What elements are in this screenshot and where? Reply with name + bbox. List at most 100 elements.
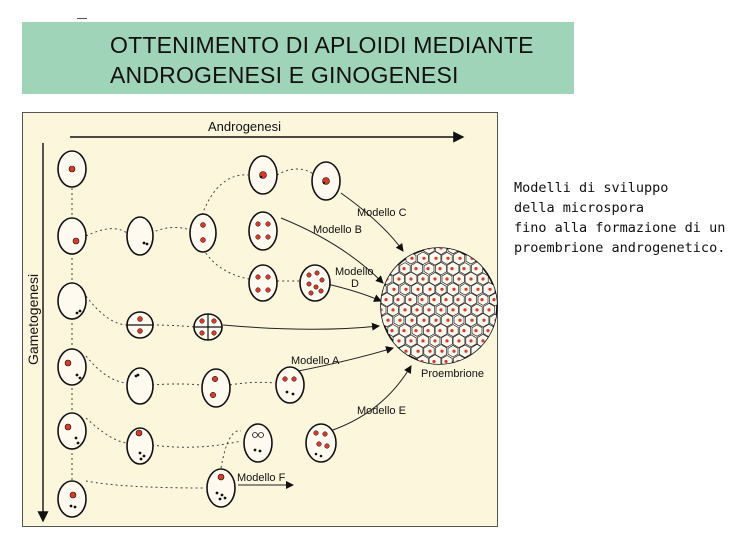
proembrione-nucleus — [487, 308, 491, 312]
proembrione-nucleus — [410, 256, 414, 260]
caption-line: proembrione androgenetico. — [514, 240, 726, 256]
cell-col4-row3 — [299, 264, 331, 302]
label-proembrione: Proembrione — [421, 368, 484, 380]
cell-col0-row3 — [57, 282, 87, 320]
proembrione-nucleus — [396, 298, 400, 302]
proembrione-nucleus — [464, 287, 468, 291]
proembrione-nucleus — [462, 267, 466, 271]
diagram-caption: Modelli di sviluppo della microspora fin… — [514, 178, 725, 258]
cell-col3-row1 — [248, 155, 278, 195]
proembrione-nucleus — [421, 339, 425, 343]
proembrione-nucleus — [414, 329, 418, 333]
decorative-tick — [77, 18, 87, 19]
proembrione-nucleus — [456, 298, 460, 302]
proembrione-nucleus — [416, 349, 420, 353]
proembrione-nucleus — [486, 329, 490, 333]
proembrione-sphere — [380, 247, 498, 365]
proembrione-nucleus — [470, 318, 474, 322]
proembrione-cell — [447, 248, 459, 255]
cell-col4-row1 — [311, 161, 341, 201]
proembrione-nucleus — [415, 308, 419, 312]
proembrione-nucleus — [451, 308, 455, 312]
proembrione-cell — [452, 354, 466, 364]
cell-col1-row5 — [126, 427, 154, 465]
proembrione-nucleus — [457, 277, 461, 281]
proembrione-nucleus — [404, 349, 408, 353]
cell-col0-row1 — [57, 150, 87, 188]
caption-line: fino alla formazione di un — [514, 220, 726, 236]
cell-col3-row3 — [248, 264, 278, 302]
proembrione-nucleus — [397, 277, 401, 281]
arrow-modello-b — [280, 217, 384, 284]
proembrione-nucleus — [433, 277, 437, 281]
proembrione-nucleus — [427, 308, 431, 312]
slide-title-line-2: ANDROGENESI E GINOGENESI — [110, 62, 459, 88]
proembrione-nucleus — [432, 359, 436, 364]
proembrione-cell — [381, 303, 387, 317]
proembrione-nucleus — [422, 318, 426, 322]
proembrione-nucleus — [446, 318, 450, 322]
proembrione-nucleus — [469, 277, 473, 281]
diagram-canvas: Androgenesi Gametogenesi — [25, 119, 498, 523]
proembrione-nucleus — [384, 298, 388, 302]
proembrione-nucleus — [426, 329, 430, 333]
proembrione-nucleus — [444, 298, 448, 302]
proembrione-nucleus — [439, 308, 443, 312]
proembrione-nucleus — [398, 318, 402, 322]
cell-col1-row2 — [126, 216, 154, 256]
proembrione-nucleus — [458, 318, 462, 322]
proembrione-nucleus — [439, 248, 443, 250]
cell-col0-row5 — [57, 412, 87, 450]
proembrione-nucleus — [409, 277, 413, 281]
proembrione-nucleus — [475, 308, 479, 312]
proembrione-nucleus — [410, 318, 414, 322]
arrow-modello-e — [329, 365, 412, 432]
proembrione-nucleus — [438, 329, 442, 333]
proembrione-nucleus — [392, 287, 396, 291]
label-modello-f: Modello F — [237, 472, 286, 484]
proembrione-nucleus — [386, 318, 390, 322]
proembrione-nucleus — [440, 287, 444, 291]
proembrione-nucleus — [440, 349, 444, 353]
slide-title-line-1: OTTENIMENTO DI APLOIDI MEDIANTE — [110, 32, 534, 58]
proembrione-nucleus — [390, 329, 394, 333]
proembrione-nucleus — [480, 298, 484, 302]
proembrione-nucleus — [409, 339, 413, 343]
proembrione-nucleus — [468, 298, 472, 302]
proembrione-nucleus — [476, 287, 480, 291]
arrow-main — [222, 322, 380, 331]
proembrione-nucleus — [408, 298, 412, 302]
proembrione-nucleus — [464, 349, 468, 353]
proembrione-nucleus — [463, 308, 467, 312]
proembrione-nucleus — [444, 359, 448, 364]
development-paths — [85, 168, 316, 489]
label-modello-b: Modello B — [313, 224, 362, 236]
proembrione-nucleus — [433, 339, 437, 343]
label-modello-d-1: Modello — [335, 266, 374, 278]
cell-col2-row6 — [206, 468, 236, 508]
proembrione-nucleus — [445, 277, 449, 281]
cell-col0-row6 — [57, 480, 87, 518]
proembrione-nucleus — [381, 308, 383, 312]
cell-col1-row3 — [126, 311, 154, 339]
proembrione-nucleus — [421, 277, 425, 281]
caption-line: Modelli di sviluppo — [514, 180, 669, 196]
proembrione-nucleus — [474, 267, 478, 271]
proembrione-nucleus — [469, 339, 473, 343]
cell-col0-row2 — [57, 217, 87, 255]
proembrione-nucleus — [450, 329, 454, 333]
proembrione-nucleus — [414, 267, 418, 271]
proembrione-nucleus — [492, 298, 496, 302]
proembrione-nucleus — [422, 256, 426, 260]
proembrione-nucleus — [452, 349, 456, 353]
proembrione-nucleus — [428, 349, 432, 353]
proembrione-nucleus — [402, 267, 406, 271]
cell-col1-row4 — [126, 367, 154, 405]
cell-col3-row4 — [275, 366, 305, 404]
label-modello-a: Modello A — [291, 355, 340, 367]
proembrione-nucleus — [432, 298, 436, 302]
proembrione-nucleus — [481, 339, 485, 343]
proembrione-nucleus — [458, 256, 462, 260]
cell-col0-row4 — [57, 348, 87, 386]
proembrione-nucleus — [403, 308, 407, 312]
